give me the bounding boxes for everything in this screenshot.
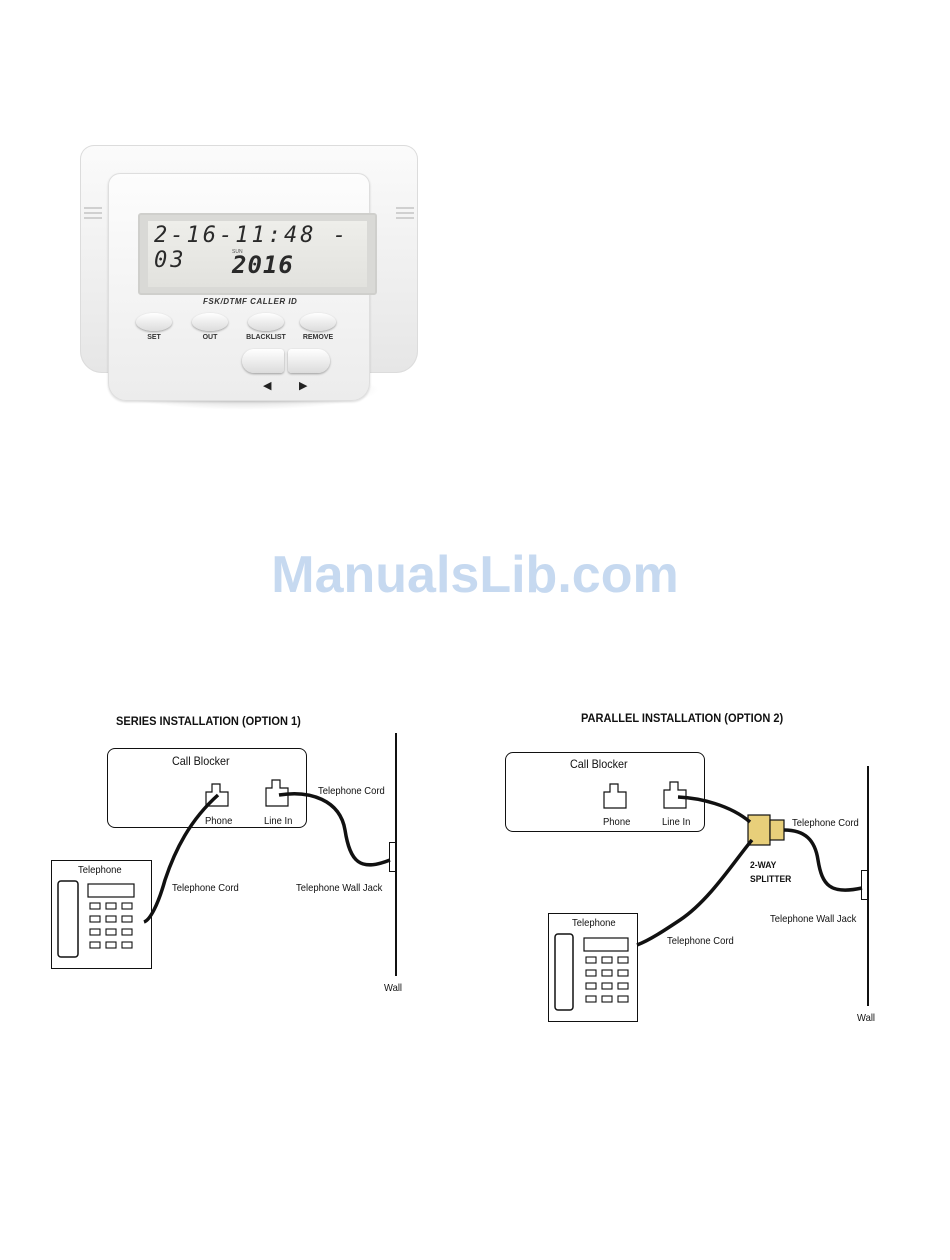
remove-button[interactable] — [300, 313, 336, 331]
series-diagram-title: SERIES INSTALLATION (OPTION 1) — [116, 714, 301, 728]
parallel-cord-splitter-to-telephone — [636, 838, 754, 947]
lcd-date-time: 2-16-11:48 - 03 — [154, 223, 349, 273]
series-line-in-jack-icon — [265, 779, 289, 807]
series-telephone-keypad — [89, 902, 133, 949]
series-wall — [395, 733, 397, 976]
left-arrow-button[interactable] — [242, 349, 284, 373]
series-phone-jack-label: Phone — [205, 815, 233, 827]
parallel-cord-splitter-to-wall — [783, 828, 863, 892]
series-call-blocker-title: Call Blocker — [172, 754, 230, 768]
right-arrow-button[interactable] — [288, 349, 330, 373]
out-button-label: OUT — [202, 334, 218, 341]
parallel-cord-top-label: Telephone Cord — [792, 817, 859, 829]
series-wall-jack — [389, 842, 396, 872]
caller-id-device-photo: 2-16-11:48 - 03 SUN 2016 FSK/DTMF CALLER… — [80, 145, 420, 420]
parallel-wall-jack-label: Telephone Wall Jack — [770, 913, 857, 925]
parallel-call-blocker-title: Call Blocker — [570, 757, 628, 771]
blacklist-button-label: BLACKLIST — [246, 334, 286, 341]
set-button-label: SET — [147, 334, 161, 341]
parallel-telephone-display — [583, 937, 629, 952]
lcd-year: 2016 — [232, 251, 294, 279]
parallel-phone-jack-icon — [603, 783, 627, 809]
series-line-in-jack-label: Line In — [264, 815, 293, 827]
parallel-splitter-label-line1: 2-WAY — [750, 860, 777, 871]
parallel-splitter-icon — [747, 814, 785, 846]
right-arrow-icon: ▶ — [299, 380, 308, 392]
parallel-wall-label: Wall — [857, 1012, 876, 1024]
parallel-wall-jack — [861, 870, 868, 900]
remove-button-label: REMOVE — [302, 334, 334, 341]
parallel-telephone-handset — [554, 933, 574, 1011]
blacklist-button[interactable] — [248, 313, 284, 331]
parallel-cord-bottom-label: Telephone Cord — [667, 935, 734, 947]
series-telephone-display — [87, 883, 135, 898]
series-telephone-handset — [57, 880, 79, 958]
parallel-phone-jack-label: Phone — [603, 816, 631, 828]
parallel-line-in-jack-icon — [663, 781, 687, 809]
out-button[interactable] — [192, 313, 228, 331]
watermark: ManualsLib.com — [271, 546, 679, 604]
series-wall-label: Wall — [384, 982, 403, 994]
lcd-frame: 2-16-11:48 - 03 SUN 2016 — [138, 213, 377, 295]
device-front-panel: 2-16-11:48 - 03 SUN 2016 FSK/DTMF CALLER… — [108, 173, 377, 401]
series-cord-top-label: Telephone Cord — [318, 785, 385, 797]
series-cord-to-telephone — [143, 793, 220, 924]
lcd-screen: 2-16-11:48 - 03 SUN 2016 — [148, 221, 367, 287]
parallel-line-in-jack-label: Line In — [662, 816, 691, 828]
parallel-cord-line-in-to-splitter — [677, 795, 752, 824]
device-right-vents — [396, 207, 414, 222]
parallel-telephone-label: Telephone — [572, 917, 616, 929]
parallel-diagram-title: PARALLEL INSTALLATION (OPTION 2) — [581, 711, 784, 725]
parallel-wall — [867, 766, 869, 1006]
series-telephone-label: Telephone — [78, 864, 122, 876]
series-wall-jack-label: Telephone Wall Jack — [296, 882, 383, 894]
left-arrow-icon: ◀ — [263, 380, 272, 392]
device-brand-label: FSK/DTMF CALLER ID — [203, 297, 298, 306]
lcd-day: SUN — [232, 249, 243, 255]
parallel-splitter-label-line2: SPLITTER — [750, 874, 792, 885]
series-cord-bottom-label: Telephone Cord — [172, 882, 239, 894]
device-left-vents — [84, 207, 102, 222]
set-button[interactable] — [136, 313, 172, 331]
parallel-telephone-keypad — [585, 956, 629, 1003]
series-cord-to-wall — [278, 792, 391, 867]
